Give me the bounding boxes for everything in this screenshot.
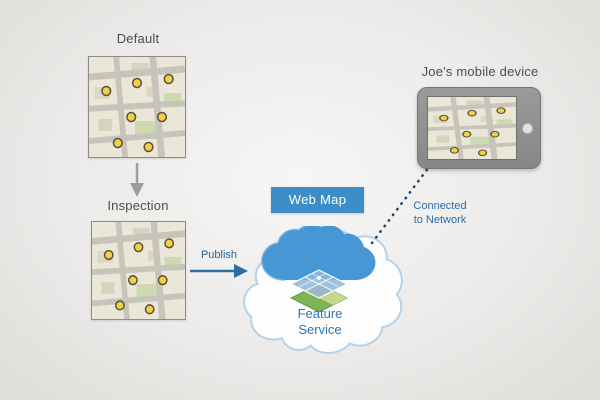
tablet-screen [427, 96, 517, 160]
publish-edge-label: Publish [200, 249, 238, 261]
home-button-icon [522, 123, 533, 134]
feature-service-label: Feature Service [297, 306, 343, 338]
network-edge-label: Connected to Network [404, 199, 476, 228]
down-arrow-icon [130, 163, 144, 197]
default-map-thumbnail [88, 56, 186, 158]
cloud-icon [260, 226, 376, 281]
map-image [428, 97, 516, 159]
map-image [92, 222, 185, 319]
publish-arrow-icon [190, 264, 248, 278]
map-image [89, 57, 185, 157]
inspection-map-label: Inspection [107, 198, 169, 213]
mobile-device-label: Joe's mobile device [421, 64, 539, 79]
feature-service-graphic [260, 226, 376, 313]
layers-icon [289, 269, 349, 313]
network-edge-label-line2: to Network [413, 214, 467, 227]
network-edge-label-line1: Connected [413, 200, 467, 212]
tablet-device [417, 87, 541, 169]
web-map-badge: Web Map [271, 187, 364, 213]
default-map-label: Default [116, 31, 160, 46]
web-map-label: Web Map [288, 192, 347, 207]
inspection-map-thumbnail [91, 221, 186, 320]
